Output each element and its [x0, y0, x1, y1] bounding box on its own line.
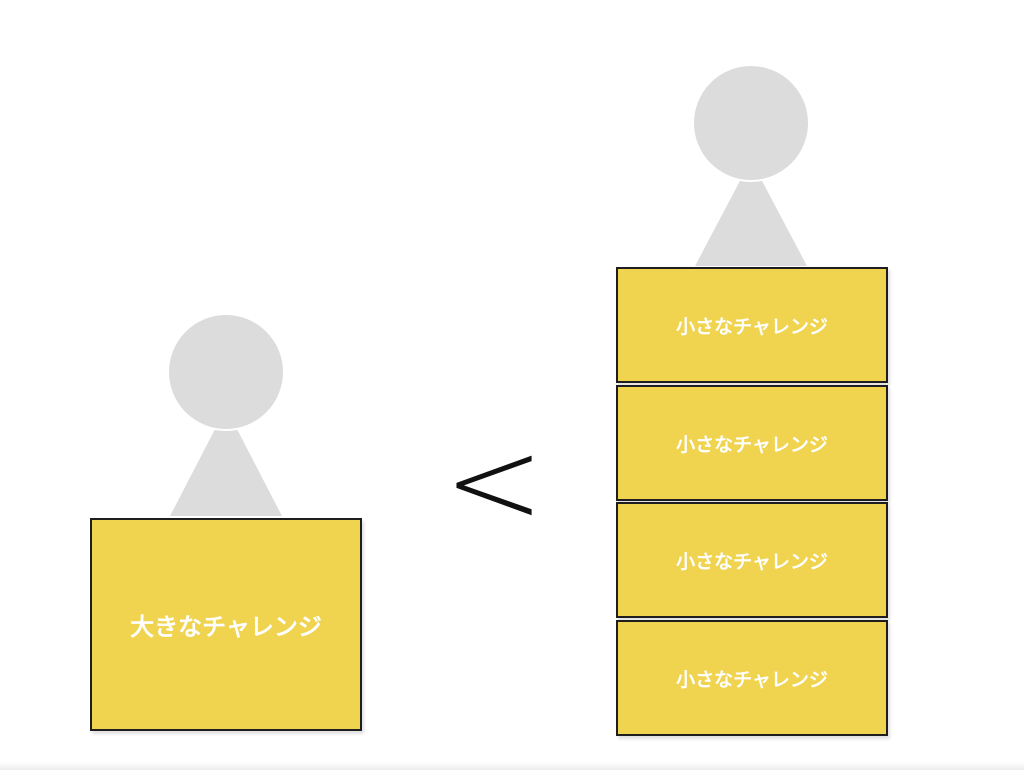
person-body-left [170, 408, 282, 516]
small-challenge-box-2: 小さなチャレンジ [616, 385, 888, 501]
person-body-right [695, 160, 807, 266]
bottom-edge [0, 762, 1024, 770]
small-challenge-box-1: 小さなチャレンジ [616, 267, 888, 383]
big-challenge-box: 大きなチャレンジ [90, 518, 362, 731]
small-challenge-box-3: 小さなチャレンジ [616, 502, 888, 618]
small-challenge-label: 小さなチャレンジ [676, 315, 828, 338]
big-challenge-label: 大きなチャレンジ [130, 613, 322, 641]
small-challenge-label: 小さなチャレンジ [676, 668, 828, 691]
person-head-left [167, 313, 285, 431]
small-challenge-box-4: 小さなチャレンジ [616, 620, 888, 736]
person-figure-right [692, 64, 810, 266]
small-challenge-label: 小さなチャレンジ [676, 433, 828, 456]
less-than-symbol: < [443, 413, 545, 552]
person-figure-left [167, 313, 285, 516]
person-head-right [692, 64, 810, 182]
small-challenge-label: 小さなチャレンジ [676, 550, 828, 573]
